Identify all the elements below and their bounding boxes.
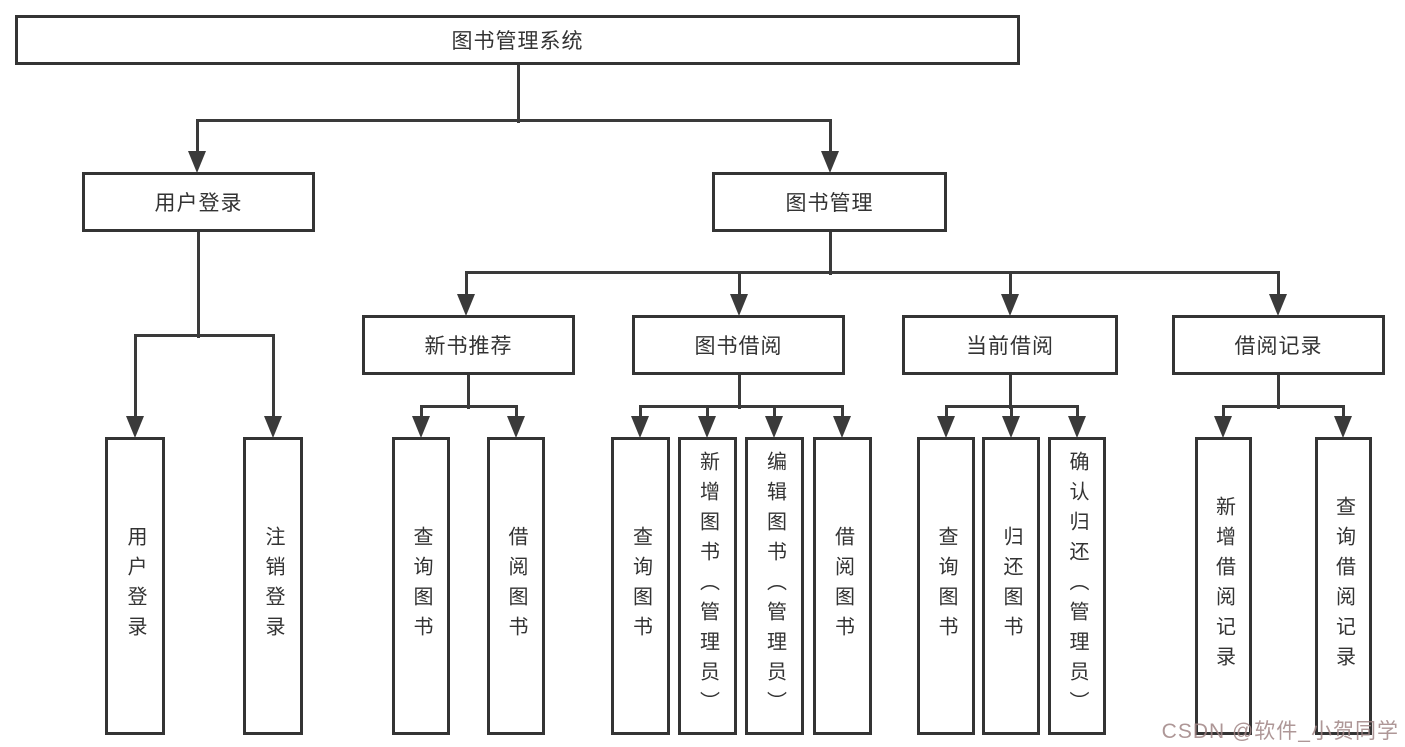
leaf-query-books-2: 查询图书 bbox=[611, 437, 670, 735]
arrow-down-icon bbox=[1214, 416, 1232, 438]
connector-line bbox=[466, 375, 470, 409]
arrow-down-icon bbox=[833, 416, 851, 438]
leaf-label: 查询借阅记录 bbox=[1332, 496, 1355, 676]
leaf-edit-books-admin: 编辑图书（管理员） bbox=[745, 437, 804, 735]
connector-line bbox=[840, 406, 844, 417]
arrow-down-icon bbox=[126, 416, 144, 438]
connector-line bbox=[464, 270, 1280, 274]
connector-line bbox=[944, 406, 948, 417]
leaf-query-books-3: 查询图书 bbox=[917, 437, 975, 735]
leaf-add-books-admin: 新增图书（管理员） bbox=[678, 437, 737, 735]
leaf-label: 确认归还（管理员） bbox=[1066, 451, 1088, 721]
connector-line bbox=[1276, 375, 1280, 409]
leaf-borrow-books-2: 借阅图书 bbox=[813, 437, 872, 735]
leaf-borrow-books-1: 借阅图书 bbox=[487, 437, 545, 735]
node-book-borrowing: 图书借阅 bbox=[632, 315, 845, 375]
leaf-logout: 注销登录 bbox=[243, 437, 303, 735]
node-user-login: 用户登录 bbox=[82, 172, 315, 232]
arrow-down-icon bbox=[264, 416, 282, 438]
connector-line bbox=[196, 232, 200, 338]
connector-line bbox=[516, 65, 520, 123]
connector-line bbox=[1075, 406, 1079, 417]
arrow-down-icon bbox=[730, 294, 748, 316]
leaf-label: 归还图书 bbox=[1000, 526, 1022, 646]
arrow-down-icon bbox=[1002, 416, 1020, 438]
leaf-query-books-1: 查询图书 bbox=[392, 437, 450, 735]
csdn-watermark: CSDN @软件_小贺同学 bbox=[1161, 720, 1399, 743]
connector-line bbox=[737, 375, 741, 409]
leaf-label: 查询图书 bbox=[410, 526, 432, 646]
leaf-add-borrow-record: 新增借阅记录 bbox=[1195, 437, 1252, 735]
connector-line bbox=[1221, 406, 1225, 417]
leaf-label: 用户登录 bbox=[124, 526, 146, 646]
connector-line bbox=[1341, 406, 1345, 417]
connector-line bbox=[419, 406, 423, 417]
connector-line bbox=[737, 272, 741, 295]
arrow-down-icon bbox=[1068, 416, 1086, 438]
connector-line bbox=[271, 335, 275, 417]
leaf-user-login: 用户登录 bbox=[105, 437, 165, 735]
leaf-label: 新增图书（管理员） bbox=[696, 451, 719, 721]
arrow-down-icon bbox=[188, 151, 206, 173]
node-current-borrowing: 当前借阅 bbox=[902, 315, 1118, 375]
node-borrowing-records: 借阅记录 bbox=[1172, 315, 1385, 375]
connector-line bbox=[464, 272, 468, 295]
leaf-query-borrow-record: 查询借阅记录 bbox=[1315, 437, 1372, 735]
node-book-management: 图书管理 bbox=[712, 172, 947, 232]
leaf-label: 新增借阅记录 bbox=[1212, 496, 1235, 676]
connector-line bbox=[638, 404, 844, 408]
connector-line bbox=[1221, 404, 1345, 408]
connector-line bbox=[638, 406, 642, 417]
leaf-label: 借阅图书 bbox=[505, 526, 527, 646]
connector-line bbox=[1008, 375, 1012, 409]
leaf-label: 查询图书 bbox=[935, 526, 957, 646]
leaf-label: 编辑图书（管理员） bbox=[763, 451, 786, 721]
arrow-down-icon bbox=[821, 151, 839, 173]
connector-line bbox=[1009, 406, 1013, 417]
connector-line bbox=[828, 120, 832, 152]
arrow-down-icon bbox=[1001, 294, 1019, 316]
arrow-down-icon bbox=[1334, 416, 1352, 438]
arrow-down-icon bbox=[412, 416, 430, 438]
node-new-book-recommendation: 新书推荐 bbox=[362, 315, 575, 375]
arrow-down-icon bbox=[937, 416, 955, 438]
connector-line bbox=[195, 120, 199, 152]
arrow-down-icon bbox=[507, 416, 525, 438]
connector-line bbox=[195, 118, 832, 122]
connector-line bbox=[705, 406, 709, 417]
arrow-down-icon bbox=[457, 294, 475, 316]
connector-line bbox=[514, 406, 518, 417]
connector-line bbox=[828, 232, 832, 275]
connector-line bbox=[772, 406, 776, 417]
connector-line bbox=[133, 335, 137, 417]
arrow-down-icon bbox=[631, 416, 649, 438]
leaf-label: 查询图书 bbox=[629, 526, 652, 646]
arrow-down-icon bbox=[698, 416, 716, 438]
arrow-down-icon bbox=[1269, 294, 1287, 316]
node-library-management-system: 图书管理系统 bbox=[15, 15, 1020, 65]
leaf-return-books: 归还图书 bbox=[982, 437, 1040, 735]
connector-line bbox=[1008, 272, 1012, 295]
connector-line bbox=[133, 333, 275, 337]
leaf-label: 注销登录 bbox=[262, 526, 284, 646]
leaf-confirm-return-admin: 确认归还（管理员） bbox=[1048, 437, 1106, 735]
leaf-label: 借阅图书 bbox=[831, 526, 854, 646]
arrow-down-icon bbox=[765, 416, 783, 438]
connector-line bbox=[419, 404, 518, 408]
connector-line bbox=[1276, 272, 1280, 295]
